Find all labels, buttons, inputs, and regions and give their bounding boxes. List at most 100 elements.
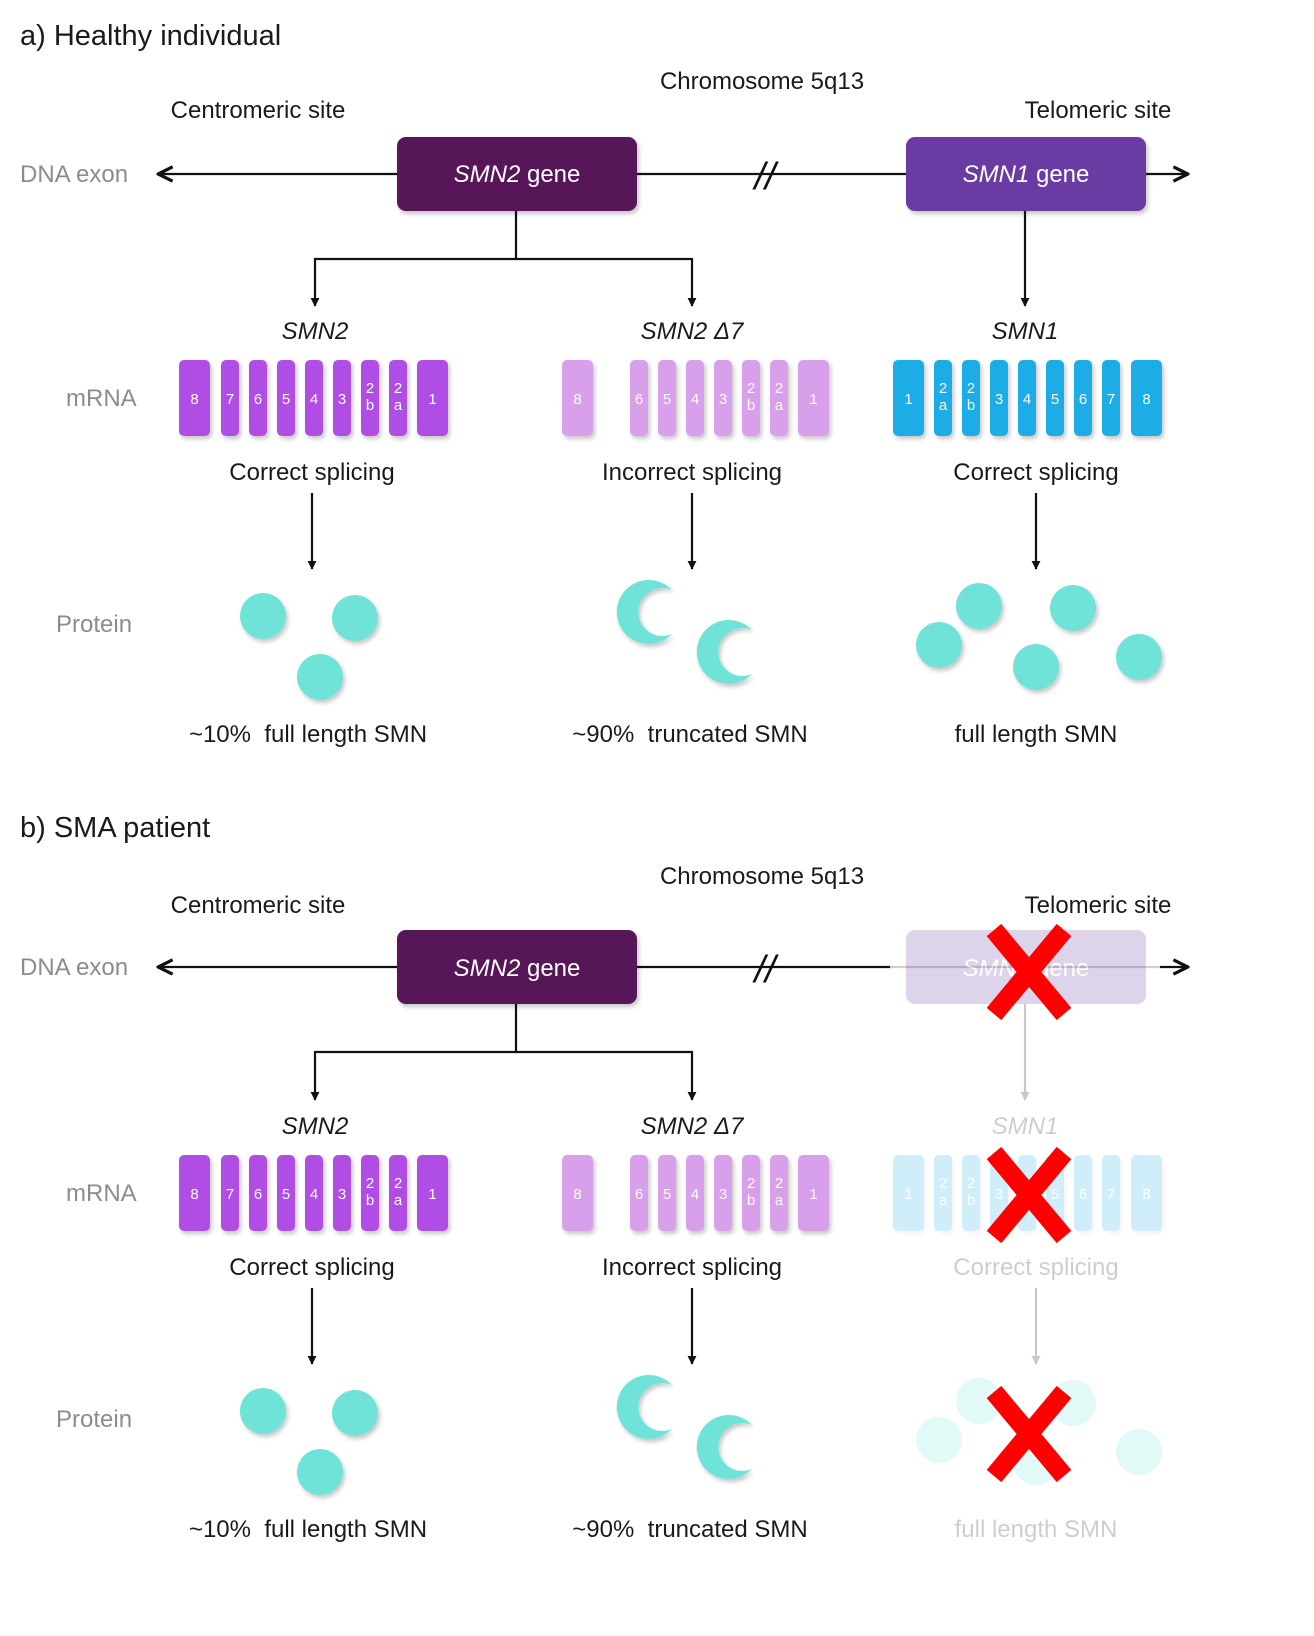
exon-5 [1046, 360, 1064, 436]
exon-label: 3 [719, 1186, 727, 1203]
smn2-full-length-proteins [240, 593, 378, 700]
smn2-transcript-label: SMN2 [282, 318, 349, 345]
smn2d7-transcript-label: SMN2 Δ7 [641, 318, 745, 345]
exon-label: 5 [663, 391, 671, 408]
exon-2a [770, 360, 788, 436]
exon-label: 1 [904, 391, 912, 408]
full-length-smn-protein [332, 1390, 378, 1436]
exon-label: 3 [995, 1186, 1003, 1203]
smn2-gene-box: SMN2 gene [397, 930, 637, 1004]
chromosome-break-mark: // [751, 156, 779, 198]
exon-label: 4 [691, 391, 699, 408]
smn2d7-splicing-label: Incorrect splicing [602, 459, 782, 486]
exon-label: 1 [428, 391, 436, 408]
exon-4 [305, 1155, 323, 1231]
exon-5 [277, 360, 295, 436]
exon-label: 3 [719, 391, 727, 408]
exon-label: 6 [635, 1186, 643, 1203]
exon-1 [417, 1155, 448, 1231]
exon-1 [893, 1155, 924, 1231]
mrna-row-label: mRNA [66, 1180, 137, 1207]
exon-6 [249, 360, 267, 436]
exon-2b [742, 360, 760, 436]
protein-row-label: Protein [56, 1406, 132, 1433]
exon-label: 5 [282, 1186, 290, 1203]
exon-label: 1 [809, 1186, 817, 1203]
exon-label: 5 [1051, 1186, 1059, 1203]
exon-label: 3 [338, 1186, 346, 1203]
exon-2b [742, 1155, 760, 1231]
smn1-transcript-label: SMN1 [992, 318, 1059, 345]
full-length-smn-protein [956, 583, 1002, 629]
exon-7 [1102, 1155, 1120, 1231]
mrna-row-label: mRNA [66, 385, 137, 412]
smn2-splicing-label: Correct splicing [229, 1254, 394, 1281]
exon-5 [277, 1155, 295, 1231]
panel-title: b) SMA patient [20, 812, 210, 844]
exon-2b [361, 1155, 379, 1231]
exon-label: 5 [663, 1186, 671, 1203]
exon-1 [417, 360, 448, 436]
exon-2b [962, 1155, 980, 1231]
smn1-splicing-label: Correct splicing [953, 459, 1118, 486]
svg-text:SMN1 gene: SMN1 gene [963, 161, 1090, 188]
centromeric-label: Centromeric site [171, 97, 346, 124]
exon-6 [1074, 360, 1092, 436]
exon-2b [962, 360, 980, 436]
exon-label: 1 [904, 1186, 912, 1203]
exon-1 [798, 360, 829, 436]
exon-label: 7 [1107, 1186, 1115, 1203]
exon-label: 6 [635, 391, 643, 408]
smn2d7-transcript-arrow [516, 257, 697, 307]
exon-label: 8 [1142, 391, 1150, 408]
exon-6 [1074, 1155, 1092, 1231]
exon-label: 8 [190, 391, 198, 408]
exon-8 [179, 360, 210, 436]
exon-label: 8 [190, 1186, 198, 1203]
smn1-full-length-proteins [916, 583, 1162, 690]
exon-1 [893, 360, 924, 436]
exon-label: 6 [1079, 1186, 1087, 1203]
exon-2a [389, 360, 407, 436]
exon-2a [770, 1155, 788, 1231]
exon-7 [221, 360, 239, 436]
exon-4 [686, 360, 704, 436]
panel-b: b) SMA patient Chromosome 5q13 Centromer… [20, 812, 1186, 1543]
smn2-gene-box: SMN2 gene [397, 137, 637, 211]
smn2-transcript-arrow [310, 211, 518, 307]
smn2d7-transcript-label: SMN2 Δ7 [641, 1113, 745, 1140]
exon-8 [1131, 1155, 1162, 1231]
exon-8 [179, 1155, 210, 1231]
exon-label: 7 [226, 1186, 234, 1203]
smn2-result-label: ~10% full length SMN [189, 721, 427, 748]
smn2-result-label: ~10% full length SMN [189, 1516, 427, 1543]
exon-8 [562, 1155, 593, 1231]
gene-suffix: gene [520, 955, 580, 982]
exon-label: 7 [226, 391, 234, 408]
exon-3 [714, 360, 732, 436]
exon-6 [249, 1155, 267, 1231]
smn2d7-splicing-label: Incorrect splicing [602, 1254, 782, 1281]
svg-text:SMN2 gene: SMN2 gene [454, 161, 581, 188]
exon-label: 4 [310, 1186, 318, 1203]
smn2-gene-name: SMN2 [454, 161, 521, 188]
full-length-smn-protein [240, 1388, 286, 1434]
exon-6 [630, 360, 648, 436]
exon-8 [562, 360, 593, 436]
smn2d7-transcript-arrow [516, 1050, 697, 1101]
full-length-smn-protein [916, 622, 962, 668]
smn2-transcript-label: SMN2 [282, 1113, 349, 1140]
exon-label: 6 [254, 1186, 262, 1203]
exon-label: 8 [573, 1186, 581, 1203]
full-length-smn-protein [1116, 634, 1162, 680]
smn2-gene-name: SMN2 [454, 955, 521, 982]
